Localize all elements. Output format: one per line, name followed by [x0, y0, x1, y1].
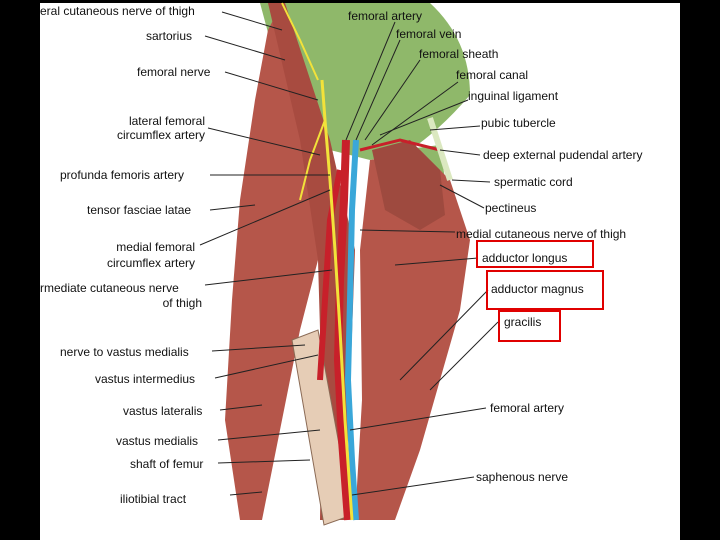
- highlight-box-gracilis: [498, 310, 561, 342]
- label-femoral-sheath: femoral sheath: [419, 47, 499, 61]
- label-deep-external-pudendal-artery: deep external pudendal artery: [483, 148, 643, 162]
- label-nerve-to-vastus-medialis: nerve to vastus medialis: [60, 345, 189, 359]
- leader-line: [217, 429, 321, 441]
- label-adductor-magnus: adductor magnus: [491, 282, 584, 296]
- label-femoral-artery-top: femoral artery: [348, 9, 423, 23]
- label-lateral-cutaneous-nerve-thigh: eral cutaneous nerve of thigh: [40, 4, 195, 18]
- leader-line: [221, 11, 283, 31]
- highlight-box-adductor-magnus: [486, 270, 604, 310]
- label-spermatic-cord: spermatic cord: [494, 175, 573, 189]
- lateral-cutaneous-nerve: [281, 2, 319, 81]
- slide-left-border: [0, 0, 40, 540]
- leader-line: [217, 459, 311, 464]
- femoral-vein: [344, 139, 359, 521]
- leader-line: [451, 179, 491, 183]
- label-inguinal-ligament: inguinal ligament: [468, 89, 559, 103]
- label-vastus-medialis: vastus medialis: [116, 434, 199, 448]
- label-medial-cutaneous-nerve-thigh: medial cutaneous nerve of thigh: [456, 227, 627, 241]
- label-iliotibial-tract: iliotibial tract: [120, 492, 187, 506]
- sartorius-muscle: [268, 3, 355, 520]
- leader-line: [207, 127, 321, 156]
- label-medial-circumflex-artery: circumflex artery: [106, 256, 195, 270]
- pudendal-artery: [359, 138, 441, 152]
- pectineus-muscle: [372, 140, 445, 230]
- label-lateral-femoral: lateral femoral: [128, 114, 205, 128]
- leader-line: [364, 59, 421, 141]
- leader-line: [199, 189, 331, 246]
- leader-line: [429, 125, 481, 131]
- label-intermediate-cutaneous-nerve: rmediate cutaneous nerve: [40, 281, 179, 295]
- leader-line: [355, 39, 401, 141]
- label-vastus-lateralis: vastus lateralis: [123, 404, 203, 418]
- leader-line: [214, 354, 319, 379]
- leader-line: [371, 81, 459, 146]
- leader-line: [204, 35, 286, 61]
- label-femoral-vein: femoral vein: [396, 27, 462, 41]
- leader-line: [399, 289, 489, 381]
- label-pubic-tubercle: pubic tubercle: [481, 116, 556, 130]
- femoral-nerve-branch: [299, 119, 326, 201]
- label-vastus-intermedius: vastus intermedius: [95, 372, 196, 386]
- leader-line: [224, 71, 319, 101]
- label-shaft-of-femur: shaft of femur: [130, 457, 204, 471]
- leader-line: [394, 257, 479, 266]
- label-gracilis: gracilis: [504, 315, 542, 329]
- leader-line: [229, 491, 263, 496]
- label-femoral-canal: femoral canal: [456, 68, 529, 82]
- leader-line: [209, 204, 256, 211]
- label-lateral-circumflex-artery: circumflex artery: [116, 128, 205, 142]
- slide-right-border: [680, 0, 720, 540]
- spermatic-cord: [427, 117, 453, 181]
- label-pectineus: pectineus: [485, 201, 537, 215]
- leader-line: [359, 229, 456, 233]
- label-tensor-fasciae-latae: tensor fasciae latae: [87, 203, 192, 217]
- leader-line: [351, 476, 475, 496]
- leader-line: [379, 99, 469, 136]
- label-profunda-femoris-artery: profunda femoris artery: [60, 168, 185, 182]
- label-adductor-longus: adductor longus: [482, 251, 568, 265]
- highlight-box-adductor-longus: [476, 240, 594, 268]
- slide-top-border: [0, 0, 720, 3]
- leader-line: [219, 404, 263, 411]
- leader-line: [349, 407, 487, 431]
- label-medial-femoral: medial femoral: [116, 240, 195, 254]
- label-of-thigh: of thigh: [162, 296, 202, 310]
- profunda-femoris-artery: [317, 169, 343, 381]
- leader-line: [211, 344, 306, 352]
- adductor-muscle-mass: [355, 150, 470, 520]
- leader-line: [204, 269, 333, 286]
- leader-line: [345, 21, 396, 141]
- leader-line: [439, 149, 481, 156]
- leader-line: [429, 321, 499, 391]
- label-saphenous-nerve: saphenous nerve: [476, 470, 569, 484]
- label-sartorius: sartorius: [146, 29, 193, 43]
- label-femoral-nerve: femoral nerve: [137, 65, 211, 79]
- leader-line: [439, 184, 485, 209]
- label-femoral-artery-low: femoral artery: [490, 401, 565, 415]
- leader-lines: [199, 11, 499, 496]
